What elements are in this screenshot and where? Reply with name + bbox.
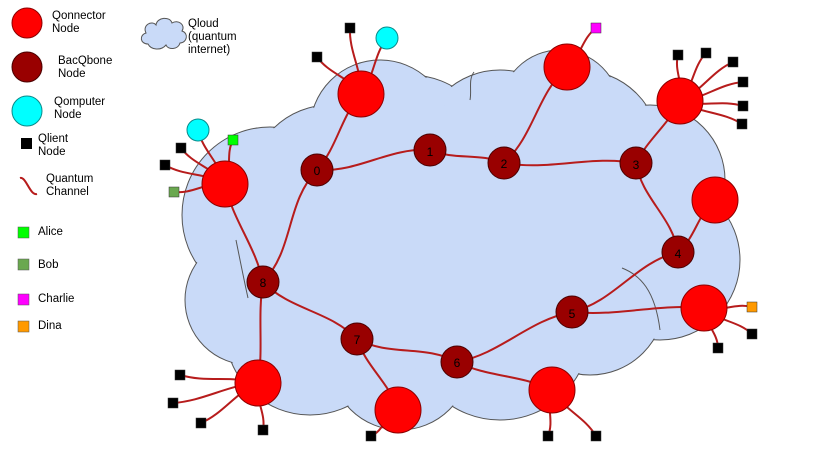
- legend-qomputer-label: Qomputer Node: [54, 96, 106, 121]
- backbone-label-1: 1: [427, 145, 434, 159]
- bacqbone-node-1: [413, 133, 447, 167]
- qlient-node: [344, 22, 356, 34]
- legend-charlie-label: Charlie: [38, 293, 75, 305]
- legend-qonnector-label: Qonnector Node: [52, 10, 106, 35]
- qonnector-node: [543, 43, 591, 91]
- legend-channel-icon: [19, 176, 38, 196]
- backbone-label-8: 8: [260, 276, 267, 290]
- legend-bob-label: Bob: [38, 259, 59, 271]
- qlient-node: [365, 430, 377, 442]
- qlient-node: [700, 47, 712, 59]
- legend-dina-icon: [17, 320, 30, 333]
- qlient-node: [590, 430, 602, 442]
- backbone-label-4: 4: [675, 247, 682, 261]
- qlient-node: [746, 328, 758, 340]
- legend-qloud-label: Qloud (quantum internet): [188, 18, 237, 56]
- legend-bacqbone-label: BacQbone Node: [58, 55, 113, 80]
- qlient-node: [175, 142, 187, 154]
- qlient-node: [227, 134, 239, 146]
- qlient-node: [174, 369, 186, 381]
- bacqbone-node-3: [619, 146, 653, 180]
- backbone-label-2: 2: [501, 157, 508, 171]
- qomputer-node: [375, 26, 399, 50]
- qlient-node: [168, 186, 180, 198]
- bacqbone-node-6: [440, 345, 474, 379]
- qonnector-node: [656, 77, 704, 125]
- qlient-node: [311, 51, 323, 63]
- legend-bacqbone-icon: [11, 51, 43, 83]
- qlient-node: [727, 56, 739, 68]
- qlient-node: [737, 100, 749, 112]
- qonnector-node: [234, 359, 282, 407]
- bacqbone-node-0: [300, 153, 334, 187]
- legend-charlie-icon: [17, 293, 30, 306]
- backbone-label-0: 0: [314, 164, 321, 178]
- qlient-node: [736, 118, 748, 130]
- qlient-node: [542, 430, 554, 442]
- qlient-node: [590, 22, 602, 34]
- backbone-label-3: 3: [633, 158, 640, 172]
- backbone-label-5: 5: [569, 307, 576, 321]
- backbone-labels: 0 1 2 3 4 5 6 7 8: [260, 145, 682, 370]
- backbone-label-7: 7: [354, 333, 361, 347]
- qonnector-node: [374, 386, 422, 434]
- bacqbone-node-2: [487, 146, 521, 180]
- qomputer-node: [186, 118, 210, 142]
- bacqbone-node-7: [340, 322, 374, 356]
- bacqbone-node-5: [555, 295, 589, 329]
- bacqbone-node-4: [661, 235, 695, 269]
- qlient-node: [737, 76, 749, 88]
- legend-qlient-icon: [21, 138, 32, 149]
- qonnector-node: [528, 366, 576, 414]
- backbone-label-6: 6: [454, 356, 461, 370]
- qlient-node: [167, 397, 179, 409]
- qonnector-node: [337, 70, 385, 118]
- qlient-node: [746, 301, 758, 313]
- nodes: [159, 22, 758, 442]
- qlient-node: [159, 159, 171, 171]
- legend-alice-icon: [17, 226, 30, 239]
- legend-qloud-icon: [140, 17, 187, 50]
- legend-dina-label: Dina: [38, 320, 62, 332]
- legend-alice-label: Alice: [38, 226, 63, 238]
- legend-qonnector-icon: [11, 7, 43, 39]
- qlient-node: [672, 49, 684, 61]
- qlient-node: [712, 342, 724, 354]
- qonnector-node: [680, 284, 728, 332]
- legend-channel-label: Quantum Channel: [46, 173, 94, 198]
- qlient-node: [257, 424, 269, 436]
- legend-qomputer-icon: [11, 95, 43, 127]
- legend-qlient-label: Qlient Node: [38, 133, 69, 158]
- legend-bob-icon: [17, 258, 30, 271]
- bacqbone-node-8: [246, 265, 280, 299]
- qonnector-node: [201, 160, 249, 208]
- qonnector-node: [691, 176, 739, 224]
- legend-icons: [11, 7, 187, 333]
- qlient-node: [195, 417, 207, 429]
